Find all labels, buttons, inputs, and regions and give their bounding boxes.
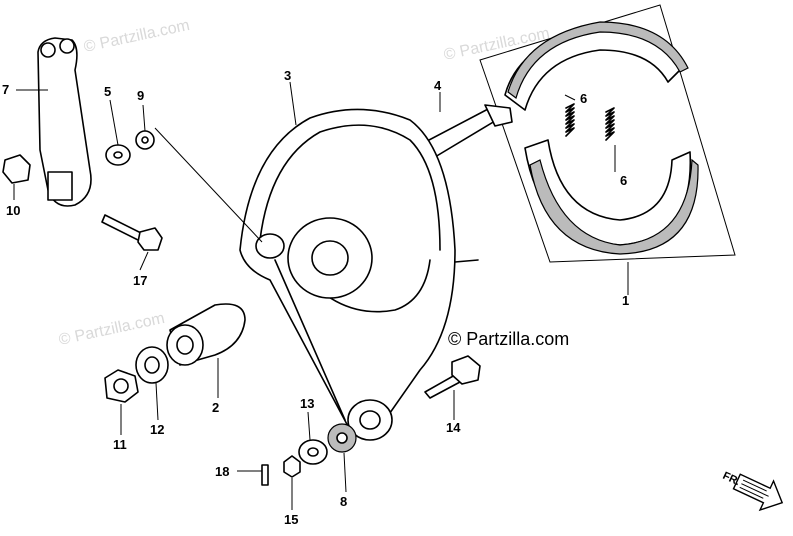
callouts: 1 2 3 4 5 6 6 7 8 9 10 11 12 13 14 15 17… — [2, 68, 629, 527]
brake-spring — [565, 103, 575, 137]
lower-shoe-lining — [529, 158, 699, 255]
washer-13 — [298, 439, 328, 465]
leader-lines — [13, 81, 629, 510]
callout-12: 12 — [150, 422, 164, 437]
copyright-text: © Partzilla.com — [448, 329, 569, 349]
nut-15 — [283, 455, 301, 478]
callout-17: 17 — [133, 273, 147, 288]
callout-14: 14 — [446, 420, 461, 435]
brake-panel — [239, 108, 479, 441]
upper-shoe-lining — [507, 21, 689, 100]
watermark: © Partzilla.com — [82, 17, 191, 56]
cotter-pin-18 — [261, 464, 269, 486]
washer-5 — [105, 144, 131, 166]
callout-9: 9 — [137, 88, 144, 103]
nut-11 — [104, 369, 139, 403]
nut-8 — [327, 423, 357, 453]
callout-7: 7 — [2, 82, 9, 97]
callout-8: 8 — [340, 494, 347, 509]
callout-3: 3 — [284, 68, 291, 83]
arrow-icon — [732, 473, 784, 512]
brake-shoe-group — [479, 4, 736, 263]
callout-11: 11 — [113, 437, 127, 452]
washer-12 — [135, 346, 169, 384]
front-arrow — [732, 473, 784, 512]
collar-9 — [135, 130, 155, 150]
callout-6-lower: 6 — [620, 173, 627, 188]
brake-spring — [605, 107, 615, 141]
watermark: © Partzilla.com — [57, 310, 166, 349]
callout-1: 1 — [622, 293, 629, 308]
bolt-17 — [101, 214, 163, 251]
bolt-14 — [424, 355, 481, 399]
collar-2 — [166, 303, 246, 366]
callout-15: 15 — [284, 512, 298, 527]
callout-4: 4 — [434, 78, 442, 93]
callout-10: 10 — [6, 203, 20, 218]
brake-arm — [37, 37, 92, 207]
callout-2: 2 — [212, 400, 219, 415]
callout-13: 13 — [300, 396, 314, 411]
nut-10 — [2, 154, 31, 184]
callout-6-upper: 6 — [580, 91, 587, 106]
callout-18: 18 — [215, 464, 229, 479]
callout-5: 5 — [104, 84, 111, 99]
